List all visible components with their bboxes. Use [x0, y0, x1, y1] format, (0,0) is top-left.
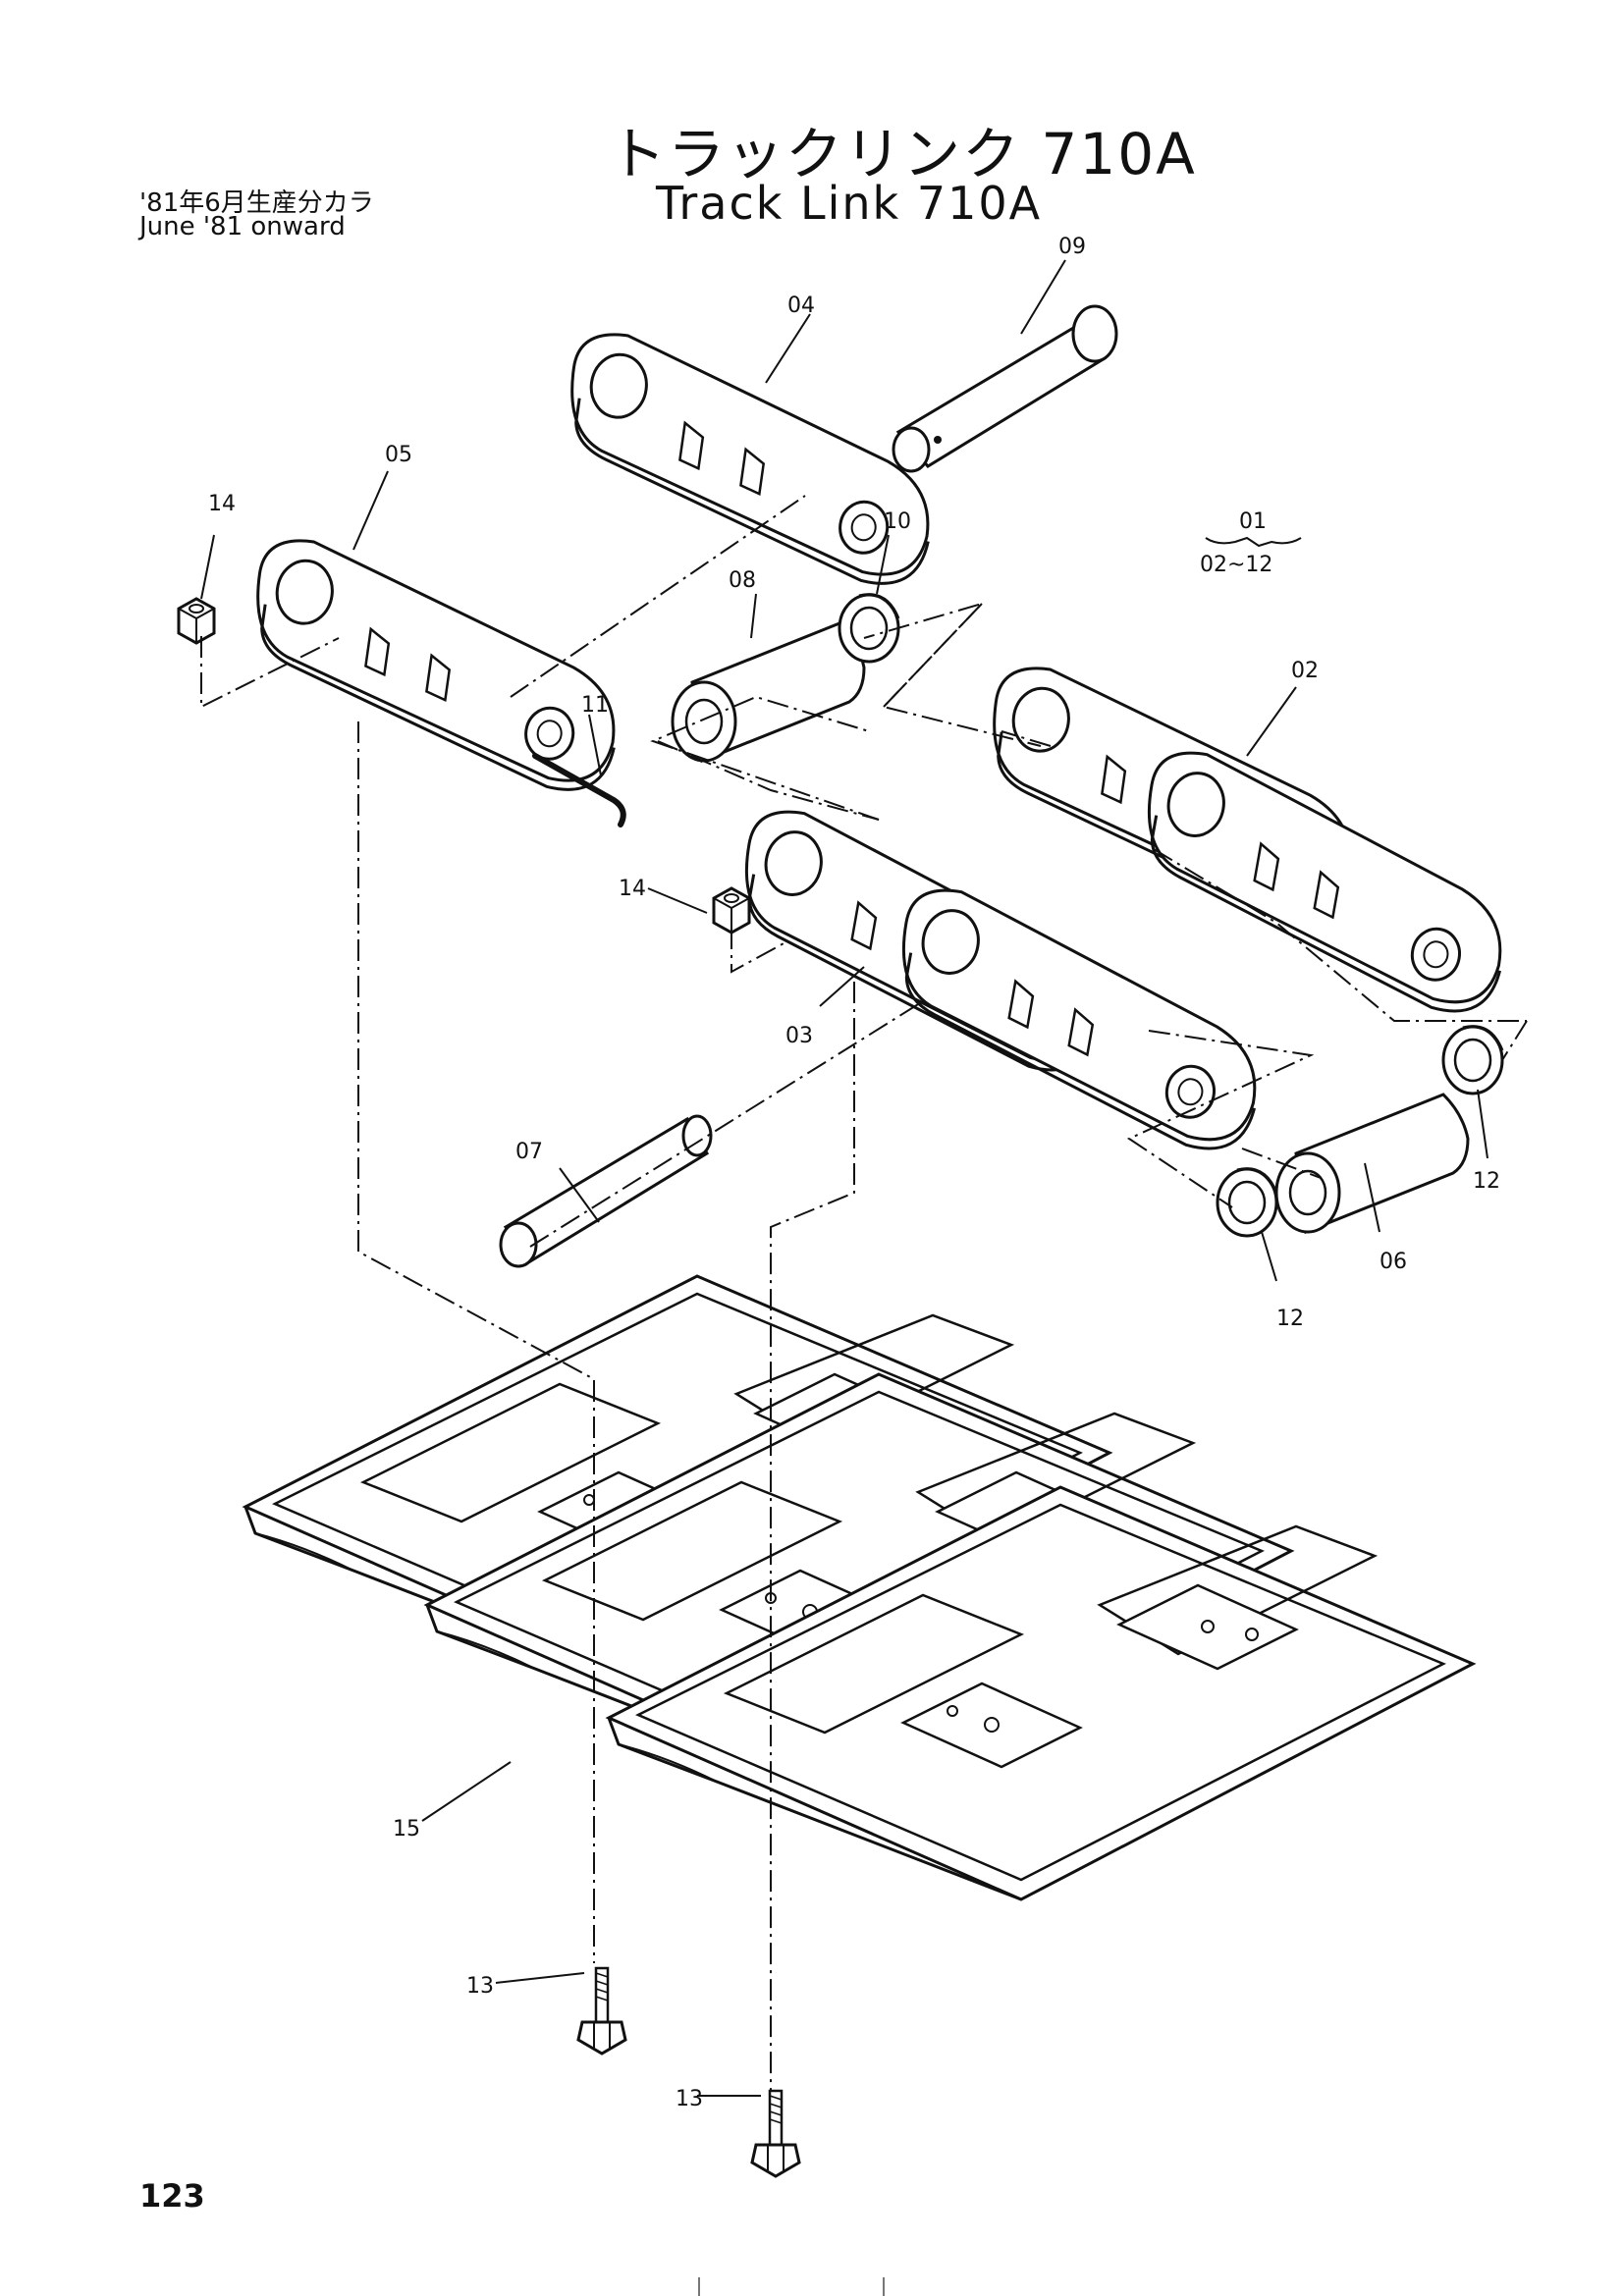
bolt-13-right [750, 2089, 801, 2178]
callout-08: 08 [729, 568, 756, 593]
track-link-05 [234, 533, 638, 798]
production-note-english: June '81 onward [139, 212, 346, 241]
seal-10 [838, 593, 900, 664]
callout-13-left: 13 [466, 1974, 494, 1999]
callout-14-top: 14 [208, 492, 236, 516]
assembly-number: 01 [1239, 509, 1267, 534]
production-note-japanese: '81年6月生産分カラ [139, 188, 374, 218]
assembly-range: 02~12 [1200, 553, 1272, 577]
track-link-02-outer [1120, 744, 1530, 1021]
callout-06: 06 [1380, 1250, 1407, 1274]
page-number: 123 [139, 2177, 205, 2215]
callout-10: 10 [884, 509, 911, 534]
callout-13-right: 13 [676, 2087, 703, 2111]
callout-07: 07 [515, 1140, 543, 1164]
spring-pin-11 [532, 753, 626, 828]
callout-15: 15 [393, 1817, 420, 1842]
nut-14-top [177, 597, 216, 645]
callout-12-right: 12 [1473, 1169, 1500, 1194]
alignment-lines [200, 495, 1528, 2091]
callout-05: 05 [385, 443, 412, 467]
bushing-06 [1274, 1093, 1470, 1234]
assembly-group: 01 02~12 [1200, 509, 1302, 577]
callout-02: 02 [1291, 659, 1319, 683]
scan-marks [698, 2277, 885, 2296]
bushing-08 [671, 621, 866, 763]
seal-12-right [1441, 1025, 1504, 1095]
title-english: Track Link 710A [656, 177, 1043, 230]
callout-11: 11 [581, 693, 609, 718]
track-pin-09 [892, 304, 1118, 473]
track-link-04 [548, 327, 952, 592]
callout-12-left: 12 [1276, 1307, 1304, 1331]
nut-14-middle [712, 886, 751, 934]
callout-14-middle: 14 [619, 877, 646, 901]
callout-03: 03 [785, 1024, 813, 1048]
callout-09: 09 [1058, 235, 1086, 259]
track-pin-07 [499, 1114, 713, 1268]
bolt-13-left [576, 1966, 627, 2056]
callout-leaders [200, 259, 1488, 2097]
title-japanese: トラックリンク 710A [609, 121, 1197, 187]
callout-04: 04 [787, 294, 815, 318]
